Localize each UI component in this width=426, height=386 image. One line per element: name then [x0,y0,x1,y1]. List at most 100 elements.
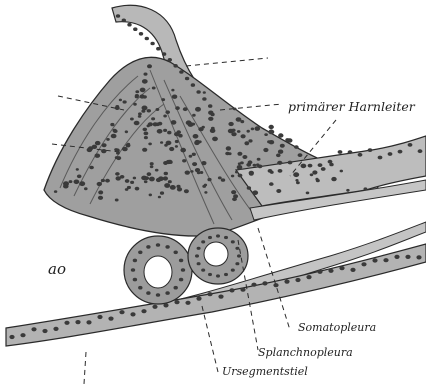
cell-nucleus [77,175,82,179]
cell-nucleus [163,129,167,132]
cell-nucleus [253,164,257,167]
cell-nucleus [208,117,213,121]
cell-nucleus [179,70,183,74]
cell-nucleus [148,122,153,126]
cell-nucleus [157,129,163,134]
cell-nucleus [98,196,103,200]
cell-nucleus [141,309,146,313]
cell-nucleus [212,137,218,142]
cell-nucleus [163,115,167,118]
cell-nucleus [133,27,137,31]
cell-nucleus [231,190,236,194]
cell-nucleus [241,134,246,138]
cell-nucleus [232,197,237,201]
cell-nucleus [296,181,300,184]
cell-nucleus [144,136,148,139]
cell-nucleus [97,182,102,186]
cell-nucleus [185,77,189,81]
cell-nucleus [183,107,188,111]
cell-nucleus [130,118,134,121]
cell-nucleus [101,149,106,153]
cell-nucleus [125,130,128,133]
cell-nucleus [237,254,241,257]
cell-nucleus [115,106,120,110]
cell-nucleus [63,184,69,189]
cell-nucleus [140,88,146,93]
label-primary-ureter: primärer Harnleiter [288,99,416,114]
cell-nucleus [87,148,93,152]
cell-nucleus [135,95,139,98]
cell-nucleus [340,170,343,173]
cell-nucleus [171,89,174,92]
cell-nucleus [75,320,80,324]
cell-nucleus [331,177,336,181]
cell-nucleus [138,112,142,115]
cell-nucleus [228,129,234,134]
cell-nucleus [135,187,140,191]
cell-nucleus [293,172,299,177]
cell-nucleus [228,152,232,155]
cell-nucleus [108,317,113,321]
cell-nucleus [315,178,318,181]
cell-nucleus [163,303,168,307]
cell-nucleus [173,64,177,68]
cell-nucleus [142,106,148,111]
cell-nucleus [348,150,353,154]
label-somite-stalk: Ursegmentstiel [222,365,308,378]
cell-nucleus [295,278,300,282]
cell-nucleus [115,199,119,202]
cell-nucleus [158,122,163,126]
cell-nucleus [251,283,256,287]
cell-nucleus [198,127,203,131]
cell-nucleus [89,166,94,170]
cell-nucleus [168,58,172,62]
cell-nucleus [196,297,201,301]
cell-nucleus [143,95,147,98]
cell-nucleus [20,333,25,337]
cell-nucleus [133,259,137,263]
cell-nucleus [105,179,110,183]
label-aorta: ao [48,260,66,278]
cell-nucleus [185,171,190,175]
cell-nucleus [160,141,163,144]
cell-nucleus [200,171,204,174]
cell-nucleus [79,181,85,186]
cell-nucleus [101,179,105,182]
cell-nucleus [127,23,131,27]
cell-nucleus [119,310,124,314]
cell-nucleus [405,255,410,259]
cell-nucleus [218,176,222,179]
cell-nucleus [133,177,136,180]
cell-nucleus [201,269,205,272]
cell-nucleus [165,110,170,114]
cell-nucleus [203,91,206,94]
cell-nucleus [231,240,235,243]
cell-nucleus [306,275,311,279]
cell-nucleus [338,150,343,154]
cell-nucleus [196,90,200,94]
cell-nucleus [229,288,234,292]
cell-nucleus [284,280,289,284]
cell-nucleus [147,109,151,112]
cell-nucleus [174,132,179,136]
cell-nucleus [328,269,333,273]
cell-nucleus [190,170,193,173]
cell-nucleus [346,189,349,192]
cell-nucleus [142,79,148,84]
cell-nucleus [204,184,207,187]
cell-nucleus [125,188,129,191]
cell-nucleus [192,162,197,166]
cell-nucleus [172,95,177,99]
cell-nucleus [278,169,283,173]
cell-nucleus [188,122,194,127]
cell-nucleus [165,245,169,249]
cell-nucleus [156,108,160,111]
cell-nucleus [350,268,355,272]
cell-nucleus [308,164,313,168]
cell-nucleus [119,99,122,102]
cell-nucleus [31,327,36,331]
cell-nucleus [175,140,179,143]
cell-nucleus [133,278,137,282]
cell-nucleus [276,154,281,158]
